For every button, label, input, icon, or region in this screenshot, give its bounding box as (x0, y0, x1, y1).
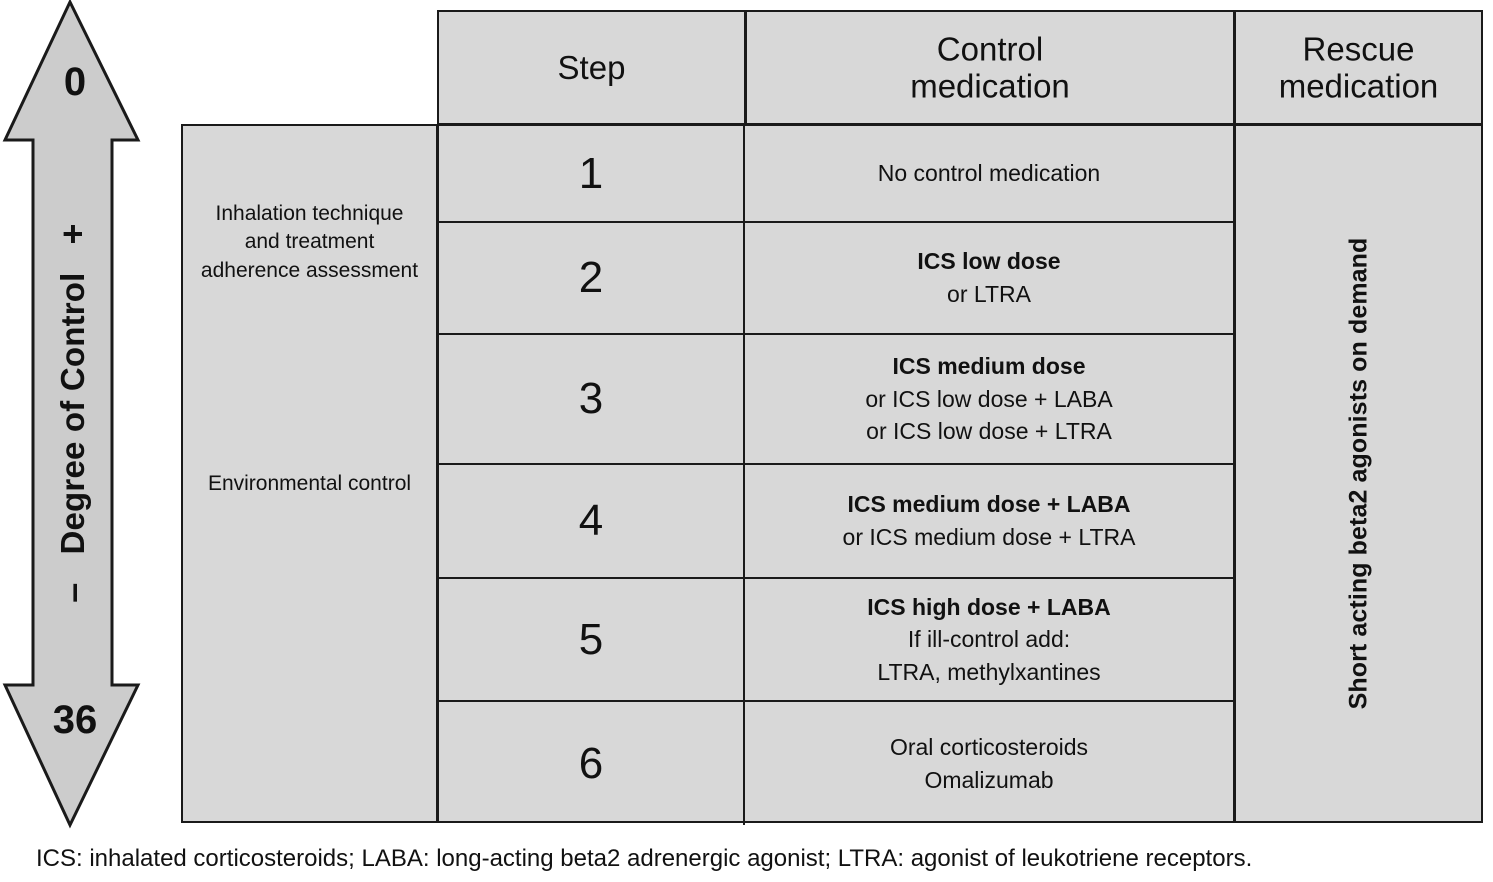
medication-alt-line: or ICS low dose + LABA (865, 385, 1113, 412)
header-control-line1: Control (936, 29, 1044, 67)
step-number-cell: 2 (439, 223, 745, 333)
arrow-axis-label: Degree of Control (53, 271, 91, 555)
medication-alt-line: or ICS medium dose + LTRA (842, 524, 1136, 550)
control-medication-cell: ICS high dose + LABA If ill-control add: L… (745, 579, 1233, 700)
rescue-medication-cell: Short acting beta2 agonists on demand (1234, 124, 1483, 823)
step-number-cell: 3 (439, 335, 745, 463)
table-row: 2 ICS low dose or LTRA (439, 223, 1233, 335)
figure-legend: ICS: inhalated corticosteroids; LABA: lo… (36, 845, 1253, 872)
header-label-step: Step (557, 48, 626, 86)
header-rescue-line2: medication (1278, 67, 1439, 105)
medication-primary-line: ICS medium dose (892, 353, 1086, 380)
step-number-cell: 5 (439, 579, 745, 700)
degree-of-control-arrow: 0 – Degree of Control + 36 (0, 0, 150, 830)
arrow-plus-sign: + (51, 222, 93, 244)
medication-primary-line: ICS high dose + LABA (867, 593, 1111, 620)
header-cell-control-medication: Control medication (745, 10, 1235, 125)
management-notes-panel: Inhalation technique and treatment adher… (181, 124, 438, 823)
header-cell-step: Step (437, 10, 746, 125)
header-label-control-medication: Control medication (747, 30, 1233, 105)
medication-primary-line: ICS medium dose + LABA (847, 491, 1131, 518)
header-label-rescue-medication: Rescue medication (1236, 30, 1481, 105)
control-medication-cell: ICS medium dose or ICS low dose + LABA or … (745, 335, 1233, 463)
header-cell-rescue-medication: Rescue medication (1234, 10, 1483, 125)
medication-alt-line: LTRA, methylxantines (877, 658, 1101, 685)
medication-primary-line: ICS low dose (917, 248, 1061, 275)
medication-alt-line: Oral corticosteroids (889, 733, 1089, 760)
step-number-cell: 1 (439, 126, 745, 221)
table-row: 1 No control medication (439, 126, 1233, 223)
header-rescue-line1: Rescue (1302, 29, 1415, 67)
double-headed-arrow-icon (2, 0, 141, 829)
arrow-shaft-labels: – Degree of Control + (33, 140, 112, 685)
note-inhalation-technique: Inhalation technique and treatment adher… (200, 202, 419, 282)
treatment-steps-table: 1 No control medication 2 ICS low dose or LT… (437, 124, 1235, 825)
medication-alt-line: or LTRA (947, 281, 1031, 307)
control-medication-cell: ICS low dose or LTRA (745, 223, 1233, 333)
note-environmental-control: Environmental control (207, 472, 412, 495)
control-medication-cell: No control medication (745, 126, 1233, 221)
medication-alt-line: No control medication (877, 160, 1101, 187)
step-number-cell: 4 (439, 465, 745, 577)
medication-alt-line: If ill-control add: (907, 626, 1071, 653)
rescue-medication-text-wrap: Short acting beta2 agonists on demand (1236, 126, 1481, 821)
medication-alt-line: or ICS low dose + LTRA (866, 418, 1112, 445)
control-medication-cell: ICS medium dose + LABA or ICS medium dose… (745, 465, 1233, 577)
table-row: 3 ICS medium dose or ICS low dose + LABA or… (439, 335, 1233, 465)
medication-alt-line: Omalizumab (924, 766, 1054, 793)
arrow-bottom-score: 36 (52, 698, 98, 742)
step-number-cell: 6 (439, 702, 745, 825)
header-control-line2: medication (910, 67, 1070, 105)
rescue-medication-label: Short acting beta2 agonists on demand (1344, 237, 1373, 710)
table-row: 5 ICS high dose + LABA If ill-control add:… (439, 579, 1233, 702)
table-row: 4 ICS medium dose + LABA or ICS medium dos… (439, 465, 1233, 579)
arrow-top-score: 0 (63, 60, 87, 104)
arrow-minus-sign: – (51, 582, 93, 603)
